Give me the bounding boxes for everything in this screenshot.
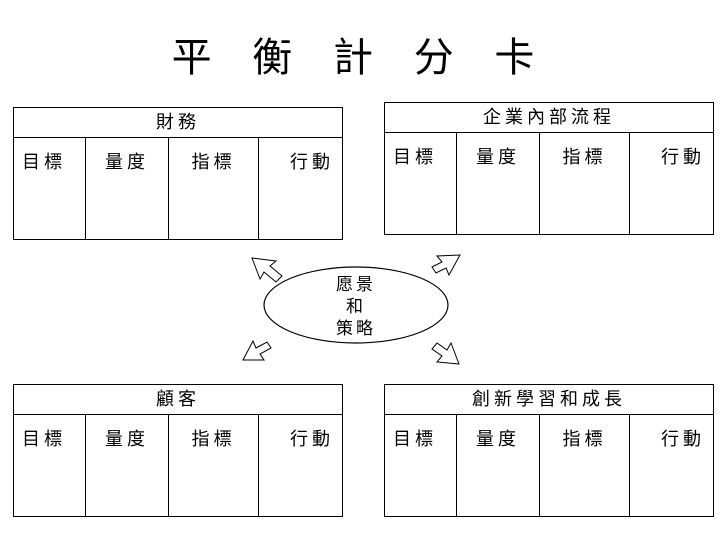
financial-title: 財務 (14, 108, 342, 138)
customer-columns: 目標 量度 指標 行動 (14, 415, 342, 516)
financial-panel: 財務 目標 量度 指標 行動 (13, 107, 343, 240)
financial-col-targets: 指標 (169, 138, 259, 239)
financial-col-initiatives: 行動 (290, 152, 334, 173)
learning-growth-title: 創新學習和成長 (385, 385, 713, 415)
vision-line-3: 策略 (336, 319, 376, 339)
customer-col-targets: 指標 (169, 415, 259, 516)
financial-columns: 目標 量度 指標 行動 (14, 138, 342, 239)
financial-col-measures: 量度 (86, 138, 169, 239)
learning-growth-panel: 創新學習和成長 目標 量度 指標 行動 (384, 384, 714, 517)
vision-strategy-text: 愿景 和 策略 (296, 274, 416, 340)
internal-process-title: 企業內部流程 (385, 103, 713, 133)
learning-col-targets: 指標 (540, 415, 630, 516)
customer-col-initiatives: 行動 (290, 429, 334, 450)
customer-col-objectives: 目標 (14, 415, 86, 516)
customer-panel: 顧客 目標 量度 指標 行動 (13, 384, 343, 517)
learning-growth-columns: 目標 量度 指標 行動 (385, 415, 713, 516)
internal-col-targets: 指標 (540, 133, 630, 234)
arrow-up-left-icon (251, 257, 283, 283)
internal-process-panel: 企業內部流程 目標 量度 指標 行動 (384, 102, 714, 235)
customer-col-measures: 量度 (86, 415, 169, 516)
arrow-down-right-icon (431, 341, 460, 365)
vision-line-2: 和 (346, 297, 366, 317)
internal-process-columns: 目標 量度 指標 行動 (385, 133, 713, 234)
learning-col-initiatives: 行動 (661, 429, 705, 450)
internal-col-measures: 量度 (457, 133, 540, 234)
customer-title: 顧客 (14, 385, 342, 415)
arrow-down-left-icon (242, 339, 272, 361)
financial-col-objectives: 目標 (14, 138, 86, 239)
vision-line-1: 愿景 (336, 275, 376, 295)
arrow-up-right-icon (431, 254, 461, 277)
internal-col-initiatives: 行動 (661, 147, 705, 168)
internal-col-objectives: 目標 (385, 133, 457, 234)
learning-col-objectives: 目標 (385, 415, 457, 516)
vision-ellipse (263, 266, 449, 344)
page-title: 平 衡 計 分 卡 (171, 35, 549, 81)
learning-col-measures: 量度 (457, 415, 540, 516)
